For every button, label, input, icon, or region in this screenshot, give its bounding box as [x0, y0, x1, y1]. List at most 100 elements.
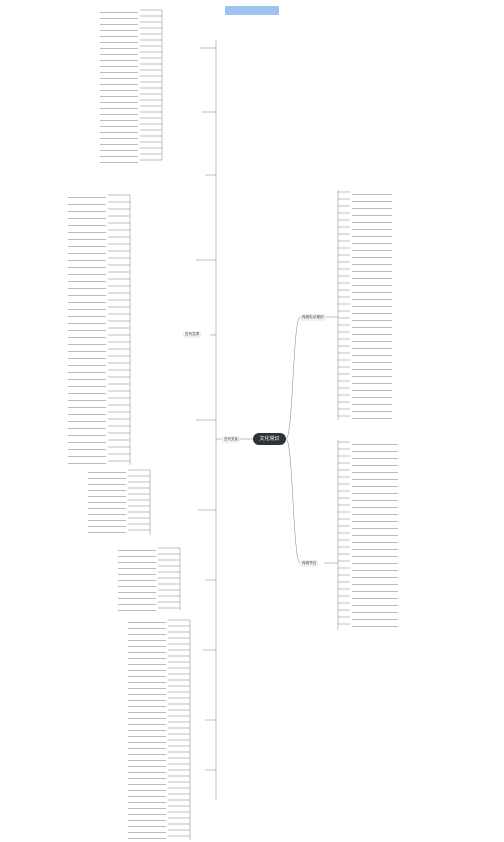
leaf-text — [100, 159, 138, 163]
leaf-text — [352, 462, 398, 466]
leaf-text — [128, 673, 166, 677]
leaf-text — [128, 643, 166, 647]
leaf-text — [352, 581, 398, 585]
leaf-text — [68, 208, 106, 212]
leaf-text — [68, 439, 106, 443]
branch-festival[interactable]: 传统节日 — [300, 560, 319, 567]
leaf-text — [352, 497, 398, 501]
leaf-text — [100, 63, 138, 67]
leaf-text — [100, 123, 138, 127]
leaf-text — [100, 45, 138, 49]
leaf-text — [352, 261, 392, 265]
leaf-text — [128, 805, 166, 809]
leaf-text — [68, 341, 106, 345]
leaf-text — [128, 667, 166, 671]
leaf-text — [68, 306, 106, 310]
leaf-text — [352, 275, 392, 279]
leaf-text — [68, 236, 106, 240]
leaf-text — [352, 198, 392, 202]
leaf-text — [100, 51, 138, 55]
leaf-text — [68, 446, 106, 450]
leaf-text — [68, 222, 106, 226]
leaf-text — [128, 751, 166, 755]
leaf-text — [68, 215, 106, 219]
leaf-text — [118, 607, 156, 611]
leaf-text — [88, 505, 126, 509]
leaf-text — [352, 352, 392, 356]
leaf-text — [352, 296, 392, 300]
branch-ancient[interactable]: 古代文化 — [222, 436, 241, 443]
leaf-text — [100, 57, 138, 61]
leaf-text — [352, 588, 398, 592]
branch-etiquette[interactable]: 传统礼仪常识 — [300, 314, 326, 321]
leaf-text — [352, 282, 392, 286]
leaf-text — [352, 574, 398, 578]
leaf-text — [118, 595, 156, 599]
leaf-text — [352, 455, 398, 459]
leaf-text — [352, 247, 392, 251]
leaf-text — [68, 285, 106, 289]
leaf-text — [352, 511, 398, 515]
leaf-text — [352, 331, 392, 335]
leaf-text — [100, 153, 138, 157]
leaf-text — [68, 460, 106, 464]
leaf-text — [68, 376, 106, 380]
leaf-text — [352, 504, 398, 508]
leaf-text — [68, 362, 106, 366]
leaf-text — [68, 425, 106, 429]
leaf-text — [352, 366, 392, 370]
leaf-text — [118, 571, 156, 575]
leaf-text — [128, 811, 166, 815]
leaf-text — [352, 616, 398, 620]
leaf-text — [100, 135, 138, 139]
leaf-text — [88, 487, 126, 491]
leaf-text — [118, 547, 156, 551]
leaf-text — [352, 518, 398, 522]
leaf-text — [68, 271, 106, 275]
leaf-text — [118, 565, 156, 569]
leaf-text — [118, 589, 156, 593]
leaf-text — [128, 835, 166, 839]
leaf-text — [352, 324, 392, 328]
leaf-text — [128, 781, 166, 785]
leaf-text — [68, 355, 106, 359]
connector-line — [285, 438, 301, 564]
leaf-text — [352, 394, 392, 398]
leaf-text — [128, 757, 166, 761]
leaf-text — [352, 359, 392, 363]
leaf-text — [128, 775, 166, 779]
leaf-text — [100, 111, 138, 115]
leaf-text — [352, 401, 392, 405]
connector-line — [285, 316, 301, 440]
leaf-text — [100, 33, 138, 37]
leaf-text — [352, 415, 392, 419]
leaf-text — [352, 219, 392, 223]
leaf-text — [352, 539, 398, 543]
leaf-text — [352, 268, 392, 272]
leaf-text — [352, 546, 398, 550]
leaf-text — [68, 243, 106, 247]
leaf-text — [352, 303, 392, 307]
leaf-text — [352, 553, 398, 557]
leaf-text — [352, 387, 392, 391]
leaf-text — [68, 418, 106, 422]
leaf-text — [100, 87, 138, 91]
leaf-text — [128, 715, 166, 719]
leaf-text — [128, 649, 166, 653]
leaf-text — [68, 250, 106, 254]
leaf-text — [128, 829, 166, 833]
leaf-text — [352, 226, 392, 230]
leaf-text — [352, 205, 392, 209]
leaf-text — [68, 390, 106, 394]
leaf-text — [128, 733, 166, 737]
leaf-text — [128, 793, 166, 797]
root-node[interactable]: 文化常识 — [253, 433, 286, 445]
leaf-text — [100, 147, 138, 151]
branch-literature[interactable]: 古代文学 — [183, 331, 202, 338]
leaf-text — [68, 264, 106, 268]
leaf-text — [352, 490, 398, 494]
leaf-text — [68, 257, 106, 261]
leaf-text — [68, 453, 106, 457]
leaf-text — [128, 739, 166, 743]
